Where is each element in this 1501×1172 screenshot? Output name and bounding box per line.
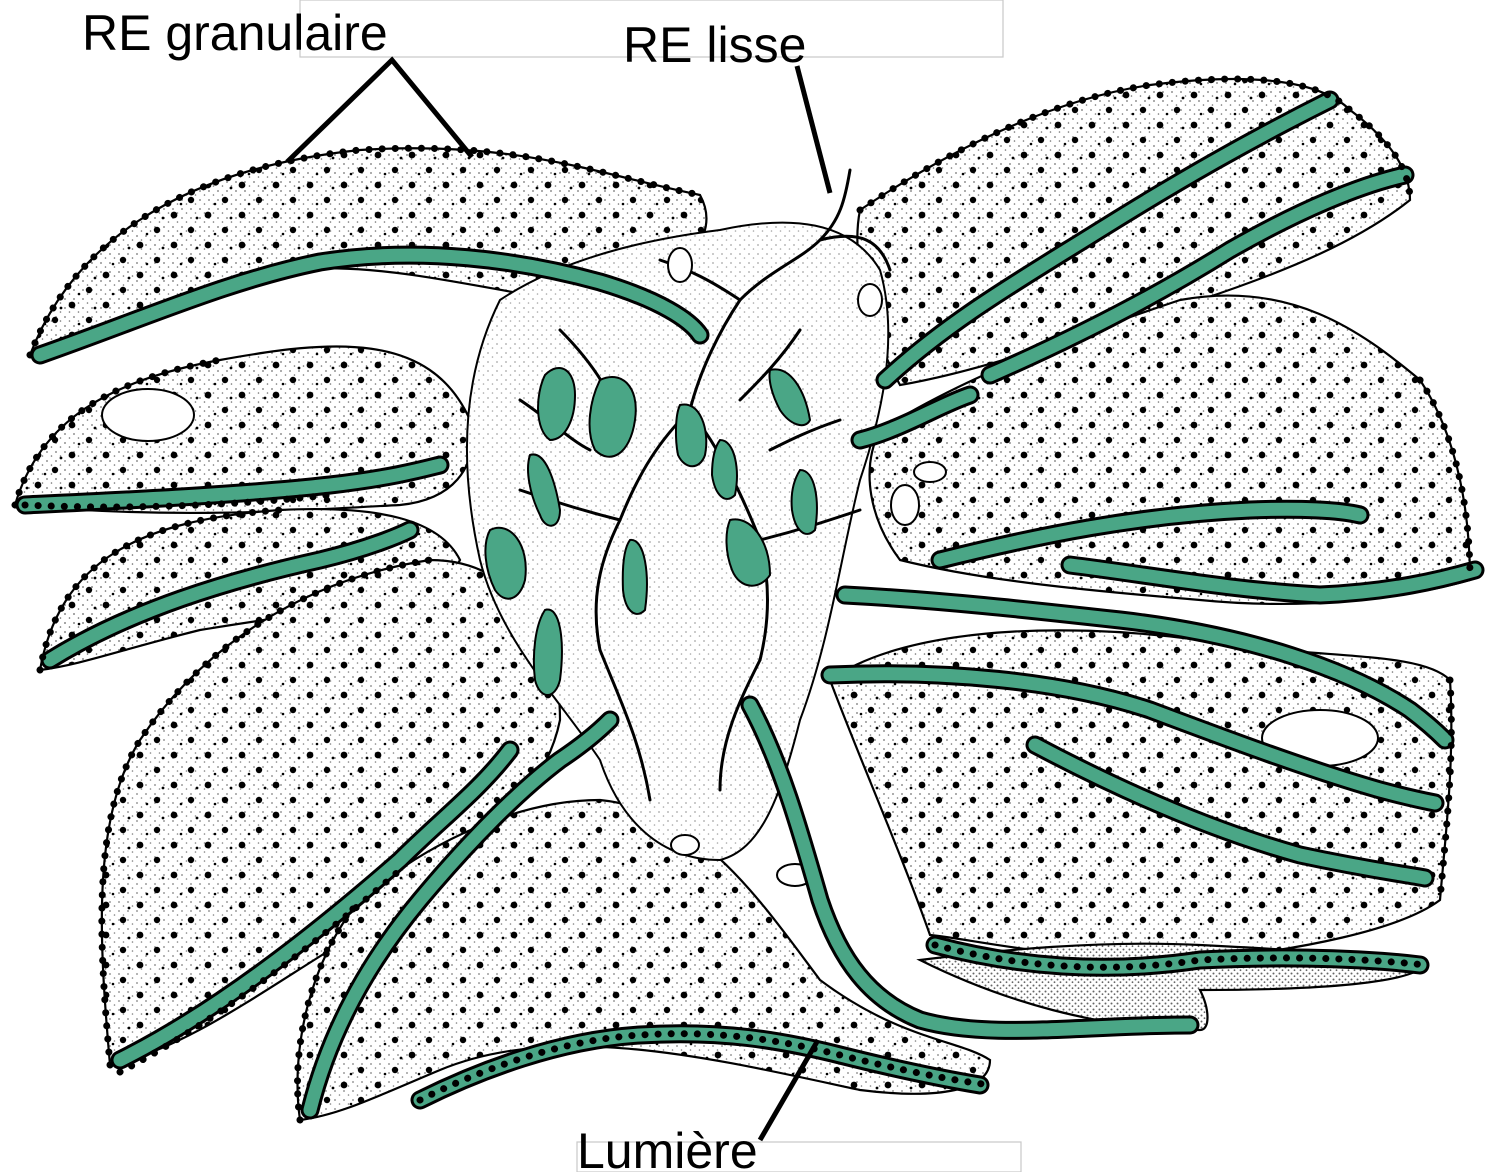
label-smooth-er: RE lisse — [623, 17, 806, 73]
leader-line-granular-er — [287, 60, 472, 162]
fenestration — [102, 389, 194, 441]
leader-line-smooth-er — [797, 66, 830, 193]
label-lumen: Lumière — [577, 1123, 758, 1172]
label-granular-er: RE granulaire — [82, 5, 388, 61]
